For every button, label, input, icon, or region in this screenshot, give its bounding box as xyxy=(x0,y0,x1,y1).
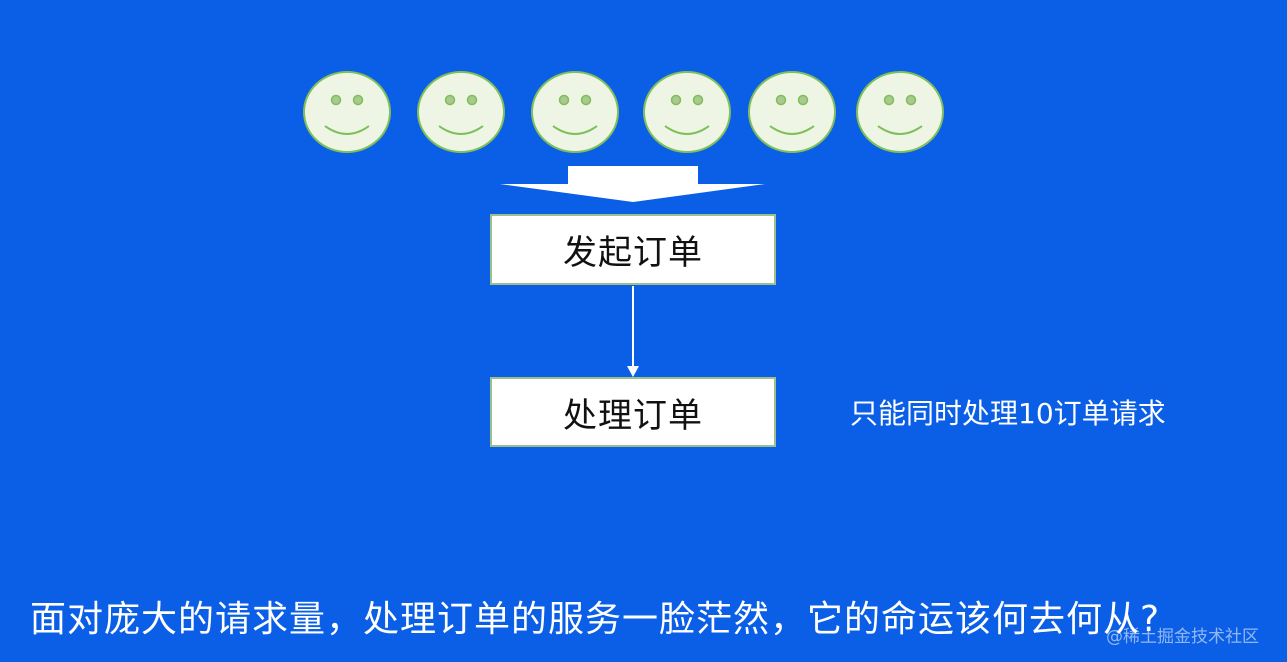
smiley-face-icon xyxy=(303,71,391,153)
smiley-face-icon xyxy=(531,71,619,153)
smiley-face-icon xyxy=(417,71,505,153)
process-order-box: 处理订单 xyxy=(490,377,776,447)
smiley-face-icon xyxy=(856,71,944,153)
start-order-box: 发起订单 xyxy=(490,214,776,285)
caption-text: 面对庞大的请求量，处理订单的服务一脸茫然，它的命运该何去何从? xyxy=(30,599,1161,640)
start-order-label: 发起订单 xyxy=(563,233,703,273)
smiley-face-icon xyxy=(748,71,836,153)
connector-arrowhead-icon xyxy=(627,366,639,377)
watermark-text: @稀土掘金技术社区 xyxy=(1106,627,1259,647)
capacity-note: 只能同时处理10订单请求 xyxy=(850,397,1166,430)
smiley-face-icon xyxy=(643,71,731,153)
process-order-label: 处理订单 xyxy=(563,395,703,436)
down-arrow-icon xyxy=(500,166,765,202)
